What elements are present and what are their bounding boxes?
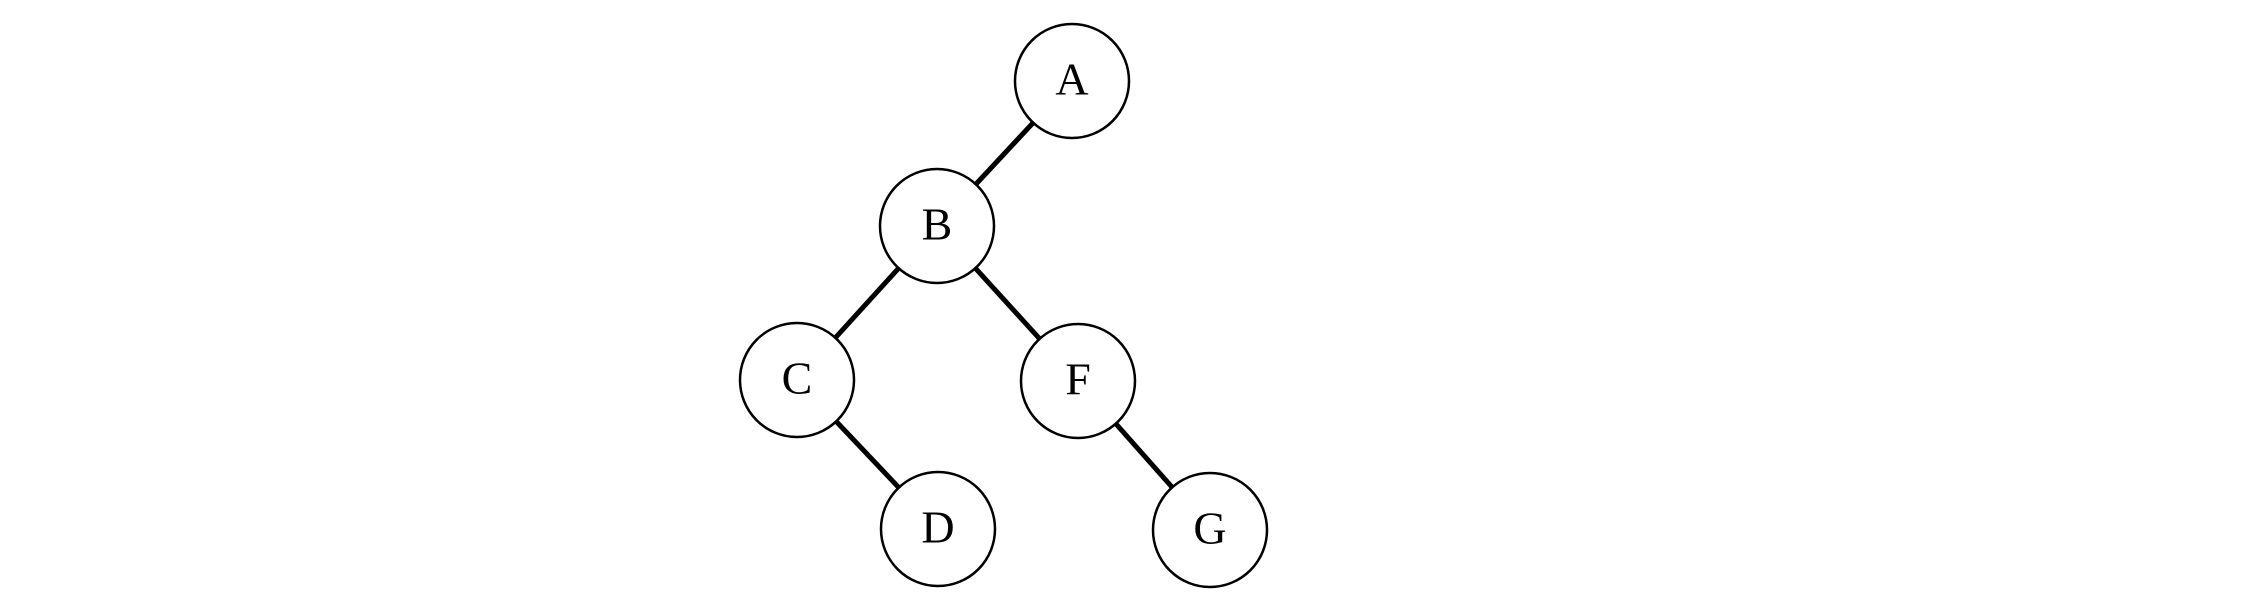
node-circle-A <box>1013 22 1131 140</box>
tree-node-C: C <box>738 321 856 439</box>
node-label-F: F <box>1065 354 1091 405</box>
node-circle-G <box>1151 471 1269 589</box>
tree-node-D: D <box>879 470 997 588</box>
tree-node-F: F <box>1019 322 1137 440</box>
node-circle-D <box>879 470 997 588</box>
node-label-D: D <box>921 502 954 553</box>
node-label-B: B <box>922 199 953 250</box>
tree-node-G: G <box>1151 471 1269 589</box>
node-circle-C <box>738 321 856 439</box>
node-label-A: A <box>1055 54 1088 105</box>
tree-node-B: B <box>878 167 996 285</box>
node-label-C: C <box>782 353 813 404</box>
tree-node-A: A <box>1013 22 1131 140</box>
node-circle-B <box>878 167 996 285</box>
node-circle-F <box>1019 322 1137 440</box>
node-label-G: G <box>1193 503 1226 554</box>
